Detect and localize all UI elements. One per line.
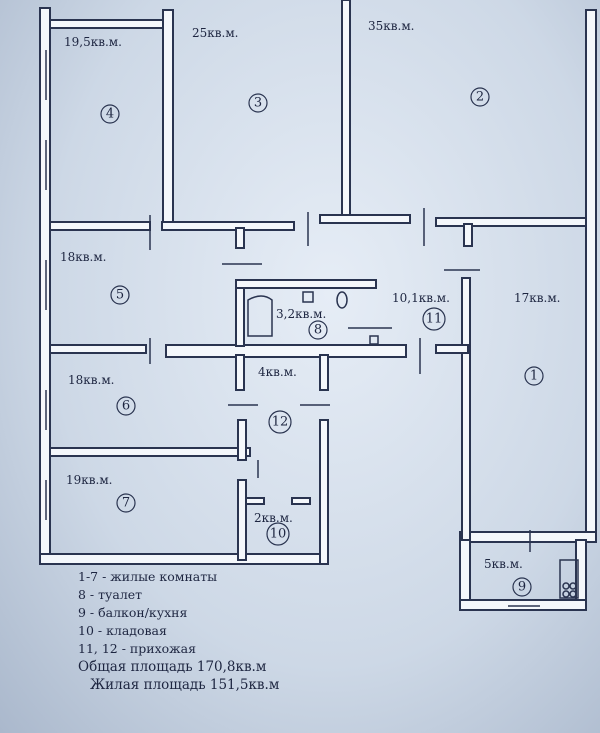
wall-left-outer bbox=[39, 7, 51, 565]
legend-line: 1-7 - жилые комнаты bbox=[78, 569, 218, 584]
wall-room2-bottom-right bbox=[435, 217, 587, 227]
room-area-11: 10,1кв.м. bbox=[392, 291, 450, 305]
room-number-12: 12 bbox=[268, 410, 292, 434]
svg-text:10: 10 bbox=[270, 527, 287, 542]
room-number-5: 5 bbox=[110, 285, 130, 305]
svg-text:12: 12 bbox=[272, 415, 289, 430]
total-area: Общая площадь 170,8кв.м bbox=[78, 659, 267, 675]
bathtub-icon bbox=[247, 295, 273, 337]
legend-line: 11, 12 - прихожая bbox=[78, 641, 197, 656]
burner-icon bbox=[569, 590, 577, 598]
room-number-9: 9 bbox=[512, 577, 532, 597]
sink-icon bbox=[302, 291, 314, 303]
svg-text:2: 2 bbox=[476, 90, 484, 105]
svg-text:5: 5 bbox=[116, 288, 124, 303]
room-number-3: 3 bbox=[248, 93, 268, 113]
living-area: Жилая площадь 151,5кв.м bbox=[90, 677, 280, 693]
svg-text:9: 9 bbox=[518, 580, 526, 595]
room-number-11: 11 bbox=[422, 307, 446, 331]
wall-room4-bottom bbox=[49, 221, 151, 231]
wall-room6-bottom bbox=[49, 447, 251, 457]
room-number-8: 8 bbox=[308, 320, 328, 340]
svg-text:8: 8 bbox=[314, 323, 322, 338]
wall-corridor-right bbox=[319, 419, 329, 565]
wall-storage-stub-2 bbox=[291, 497, 311, 505]
wall-room4-3 bbox=[162, 9, 174, 226]
wall-storage-stub bbox=[245, 497, 265, 505]
wall-toilet-left bbox=[235, 279, 245, 347]
wall-room1-left bbox=[461, 277, 471, 541]
svg-text:7: 7 bbox=[122, 496, 130, 511]
burner-icon bbox=[569, 582, 577, 590]
fixture-icon bbox=[369, 335, 379, 345]
legend-line: 8 - туалет bbox=[78, 587, 143, 602]
stove-icon bbox=[559, 559, 579, 599]
burner-icon bbox=[562, 590, 570, 598]
wall-corridor-top bbox=[165, 344, 407, 358]
wall-right-outer bbox=[585, 9, 597, 543]
room-number-10: 10 bbox=[266, 522, 290, 546]
legend: 1-7 - жилые комнаты 8 - туалет 9 - балко… bbox=[78, 568, 279, 694]
burner-icon bbox=[562, 582, 570, 590]
svg-text:3: 3 bbox=[254, 96, 262, 111]
wall-room1-notch bbox=[435, 344, 469, 354]
wall-room7-right bbox=[237, 479, 247, 561]
wall-room2-bottom bbox=[319, 214, 411, 224]
room-area-12: 4кв.м. bbox=[258, 365, 297, 379]
wall-room3-bottom bbox=[161, 221, 295, 231]
room-number-6: 6 bbox=[116, 396, 136, 416]
wall-room12-right bbox=[319, 354, 329, 391]
legend-line: 9 - балкон/кухня bbox=[78, 605, 188, 620]
room-area-4: 19,5кв.м. bbox=[64, 35, 122, 49]
wall-bottom-left bbox=[39, 553, 323, 565]
room-number-7: 7 bbox=[116, 493, 136, 513]
svg-text:11: 11 bbox=[426, 312, 443, 327]
svg-text:6: 6 bbox=[122, 399, 130, 414]
svg-text:4: 4 bbox=[106, 107, 114, 122]
room-area-6: 18кв.м. bbox=[68, 373, 115, 387]
room-area-5: 18кв.м. bbox=[60, 250, 107, 264]
room-area-3: 25кв.м. bbox=[192, 26, 239, 40]
wall-room5-bottom bbox=[49, 344, 147, 354]
room-area-9: 5кв.м. bbox=[484, 557, 523, 571]
wall-room6-right bbox=[237, 419, 247, 461]
room-number-4: 4 bbox=[100, 104, 120, 124]
room-area-10: 2кв.м. bbox=[254, 511, 293, 525]
room-number-1: 1 bbox=[524, 366, 544, 386]
wall-toilet-top bbox=[235, 279, 377, 289]
wall-room4-top bbox=[49, 19, 169, 29]
room-area-7: 19кв.м. bbox=[66, 473, 113, 487]
wall-room12-left bbox=[235, 354, 245, 391]
room-area-1: 17кв.м. bbox=[514, 291, 561, 305]
wall-balcony-bottom bbox=[459, 599, 587, 611]
wall-bottom-right bbox=[459, 531, 597, 543]
legend-line: 10 - кладовая bbox=[78, 623, 167, 638]
wall-stub-2 bbox=[463, 223, 473, 247]
room-area-2: 35кв.м. bbox=[368, 19, 415, 33]
toilet-icon bbox=[336, 291, 348, 309]
svg-text:1: 1 bbox=[530, 369, 538, 384]
room-number-2: 2 bbox=[470, 87, 490, 107]
wall-room3-2 bbox=[341, 0, 351, 221]
wall-stub-1 bbox=[235, 227, 245, 249]
room-area-8: 3,2кв.м. bbox=[276, 307, 326, 321]
